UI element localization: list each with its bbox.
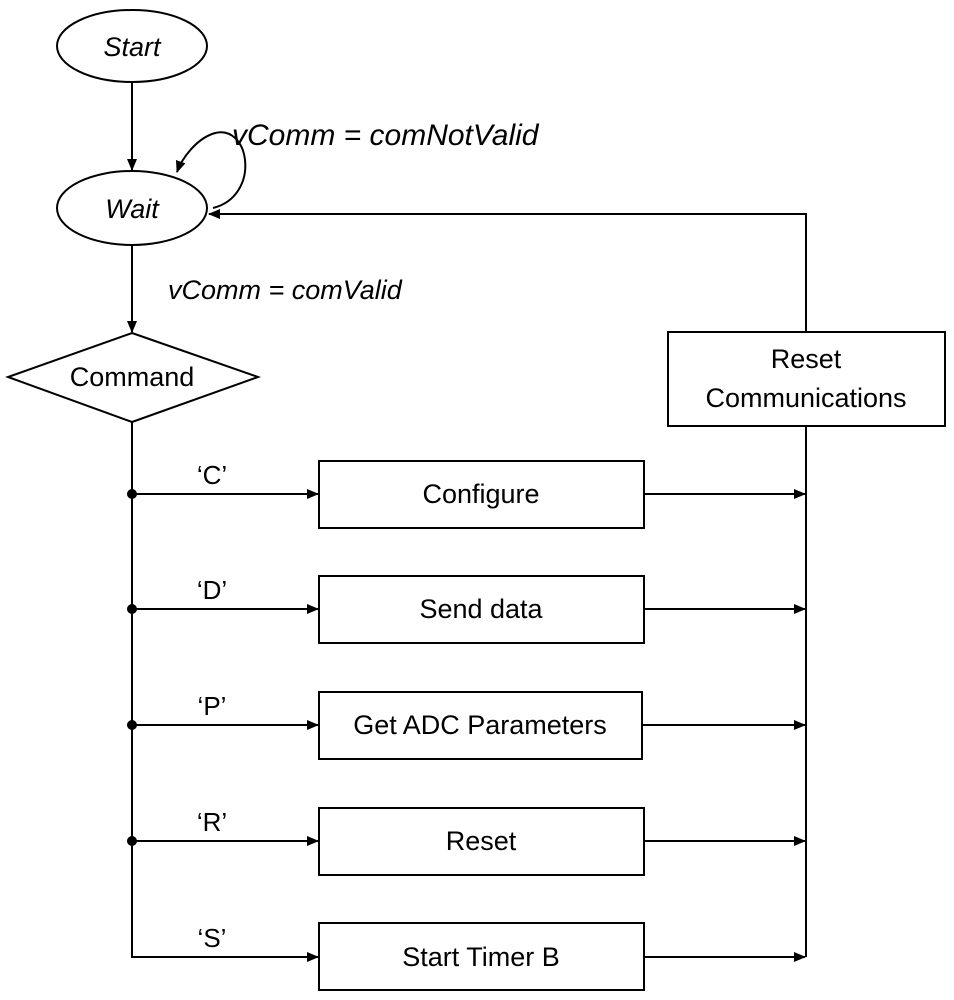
- condition-not-valid: vComm = comNotValid: [232, 119, 540, 152]
- command-label: Command: [70, 362, 195, 392]
- wait-self-loop-arrow: [175, 131, 247, 209]
- get-adc-parameters-box: [318, 691, 643, 760]
- branch-c-key: ‘C’: [197, 460, 227, 490]
- reset-comm-to-wait-arrow: [208, 209, 807, 332]
- send-data-box: [318, 575, 645, 644]
- reset-label: Reset: [446, 826, 517, 856]
- branch-r-key: ‘R’: [197, 807, 227, 837]
- branch-d-key: ‘D’: [197, 575, 227, 605]
- reset-communications-label-line2: Communications: [705, 383, 906, 413]
- start-timer-b-label: Start Timer B: [402, 942, 560, 972]
- send-data-label: Send data: [419, 594, 543, 624]
- command-trunk-line: [131, 422, 142, 958]
- branch-s-key: ‘S’: [198, 923, 227, 953]
- branch-p-key: ‘P’: [198, 691, 227, 721]
- wait-label: Wait: [105, 194, 160, 224]
- configure-box: [318, 460, 645, 529]
- reset-box: [318, 807, 645, 876]
- get-adc-parameters-label: Get ADC Parameters: [353, 710, 607, 740]
- reset-communications-box: [667, 331, 946, 427]
- start-label: Start: [103, 32, 162, 62]
- condition-valid: vComm = comValid: [168, 275, 403, 305]
- reset-communications-label-line1: Reset: [771, 344, 842, 374]
- configure-label: Configure: [422, 479, 539, 509]
